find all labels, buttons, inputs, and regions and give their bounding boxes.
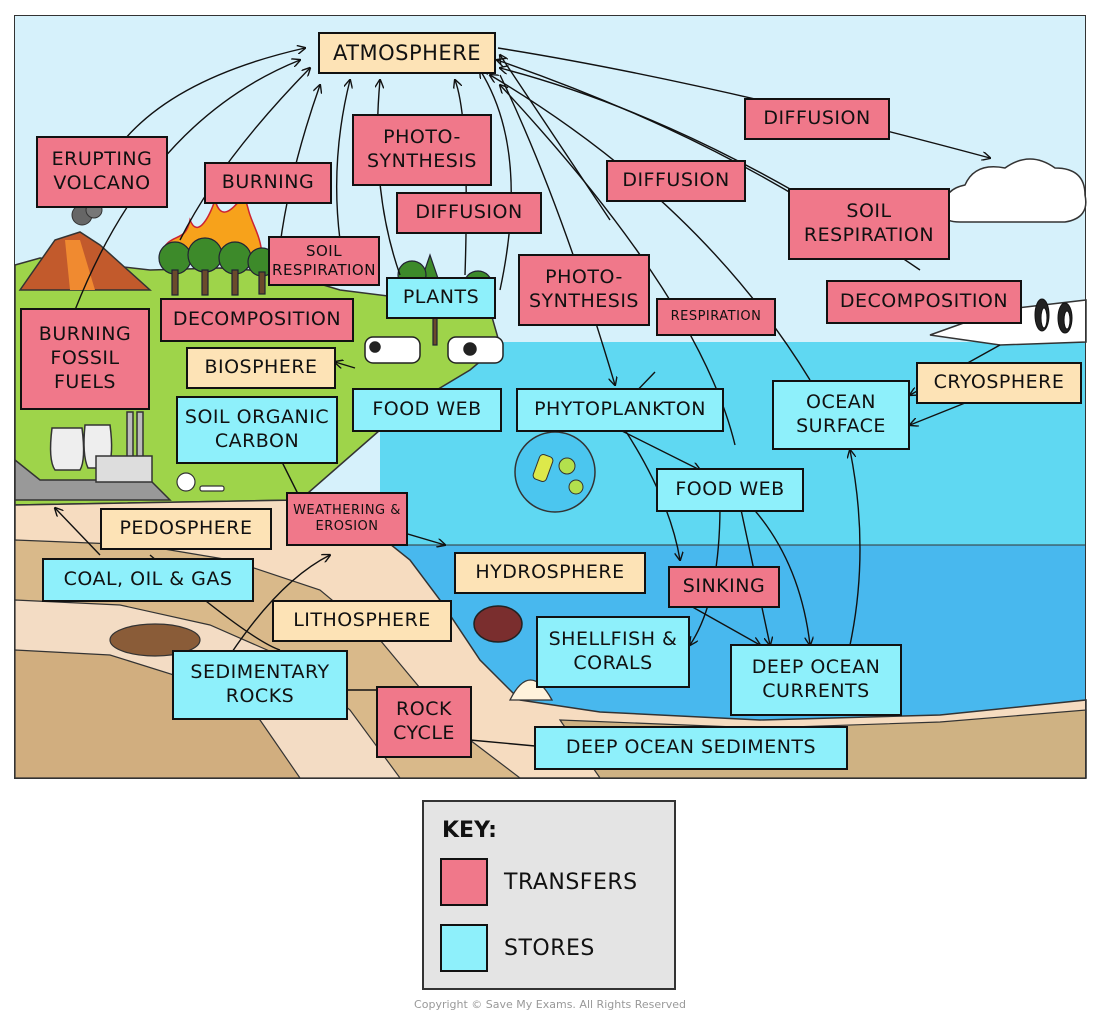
key-title: KEY:: [442, 818, 497, 843]
shellfish-corals-label: SHELLFISH & CORALS: [536, 616, 690, 688]
soil-respiration-label-1: SOIL RESPIRATION: [268, 236, 380, 286]
ocean-surface-label: OCEAN SURFACE: [772, 380, 910, 450]
biosphere-label: BIOSPHERE: [186, 347, 336, 389]
respiration-label: RESPIRATION: [656, 298, 776, 336]
soil-respiration-label-2: SOIL RESPIRATION: [788, 188, 950, 260]
coal-oil-gas-label: COAL, OIL & GAS: [42, 558, 254, 602]
decomposition-label-2: DECOMPOSITION: [826, 280, 1022, 324]
bones: [176, 472, 225, 492]
food-web-label-1: FOOD WEB: [352, 388, 502, 432]
photosynthesis-label-1: PHOTO- SYNTHESIS: [352, 114, 492, 186]
decomposition-label-1: DECOMPOSITION: [160, 298, 354, 342]
deep-ocean-sediments-label: DEEP OCEAN SEDIMENTS: [534, 726, 848, 770]
legend-key: KEY: TRANSFERS STORES: [422, 800, 676, 990]
weathering-erosion-label: WEATHERING & EROSION: [286, 492, 408, 546]
photosynthesis-label-2: PHOTO- SYNTHESIS: [518, 254, 650, 326]
soil-organic-carbon-label: SOIL ORGANIC CARBON: [176, 396, 338, 464]
rock-cycle-label: ROCK CYCLE: [376, 686, 472, 758]
lithosphere-label: LITHOSPHERE: [272, 600, 452, 642]
oil-deposit: [109, 623, 201, 657]
crab: [473, 605, 523, 643]
copyright-text: Copyright © Save My Exams. All Rights Re…: [414, 998, 686, 1011]
plants-label: PLANTS: [386, 277, 496, 319]
pedosphere-label: PEDOSPHERE: [100, 508, 272, 550]
penguins: [1034, 298, 1073, 334]
cows: [364, 336, 504, 364]
hydrosphere-label: HYDROSPHERE: [454, 552, 646, 594]
cloud: [943, 158, 1087, 223]
sedimentary-rocks-label: SEDIMENTARY ROCKS: [172, 650, 348, 720]
stores-swatch: [440, 924, 488, 972]
phytoplankton-label: PHYTOPLANKTON: [516, 388, 724, 432]
diffusion-label-3: DIFFUSION: [744, 98, 890, 140]
phytoplankton-bubble: [514, 431, 596, 513]
diffusion-label-2: DIFFUSION: [606, 160, 746, 202]
cryosphere-label: CRYOSPHERE: [916, 362, 1082, 404]
deep-ocean-currents-label: DEEP OCEAN CURRENTS: [730, 644, 902, 716]
trees: [158, 237, 277, 296]
diffusion-label-1: DIFFUSION: [396, 192, 542, 234]
arrows: [55, 48, 1001, 656]
transfers-key-label: TRANSFERS: [504, 870, 638, 895]
atmosphere-label: ATMOSPHERE: [318, 32, 496, 74]
transfers-swatch: [440, 858, 488, 906]
power-station: [14, 411, 172, 501]
stores-key-label: STORES: [504, 936, 595, 961]
shell: [508, 679, 554, 701]
sinking-label: SINKING: [668, 566, 780, 608]
food-web-label-2: FOOD WEB: [656, 468, 804, 512]
burning-fossil-fuels-label: BURNING FOSSIL FUELS: [20, 308, 150, 410]
burning-label: BURNING: [204, 162, 332, 204]
erupting-volcano-label: ERUPTING VOLCANO: [36, 136, 168, 208]
